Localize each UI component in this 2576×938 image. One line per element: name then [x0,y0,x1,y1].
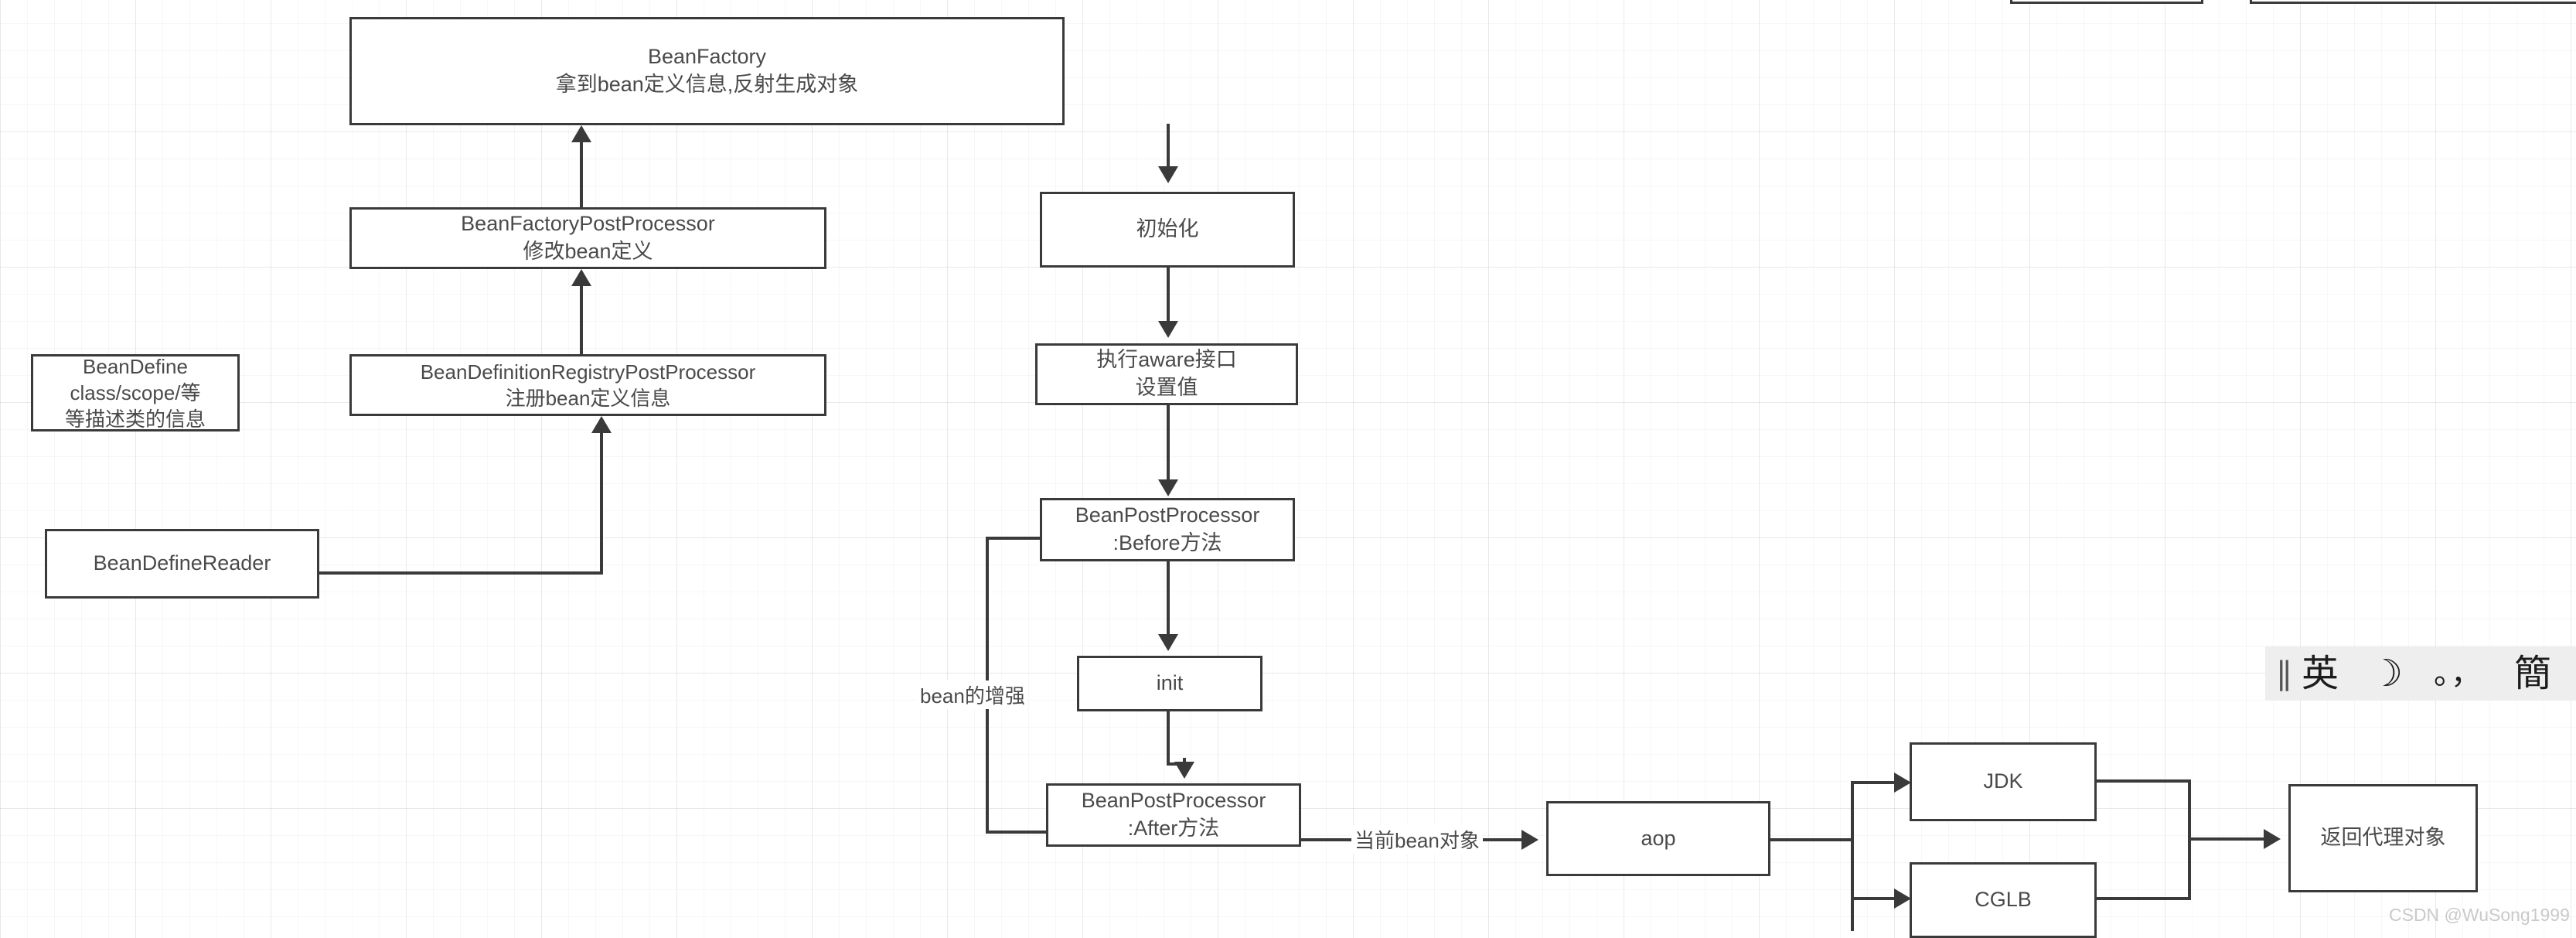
edge-init-phase-to-aware [1167,268,1170,326]
edge-bpp-before-to-init [1167,561,1170,639]
arrow-init-to-bpp-after [1174,762,1194,779]
edge-aop-split-vertical [1851,783,1854,931]
ime-punctuation-icon[interactable]: 。， [2434,656,2483,691]
ime-script-toggle-button[interactable]: 簡 [2514,652,2552,695]
arrow-beanfactory-to-init-phase [1158,166,1178,183]
ime-toolbar[interactable]: || 英 ☽ 。， 簡 [2265,646,2576,701]
node-bean-define-reader[interactable]: BeanDefineReader [45,529,319,599]
node-aware-interface[interactable]: 执行aware接口 设置值 [1035,343,1298,405]
edge-jdk-to-merge [2095,779,2191,783]
edge-aop-to-jdk [1851,781,1903,784]
edge-bean-enhance-bottom [986,831,1046,834]
edge-aware-to-bpp-before [1167,405,1170,484]
edge-merge-to-return-proxy [2188,837,2273,841]
edge-init-to-bpp-after [1167,711,1170,766]
node-bean-factory-post-processor[interactable]: BeanFactoryPostProcessor 修改bean定义 [349,207,826,269]
arrow-bdrpp-to-bfpp [571,269,591,286]
edge-cglb-to-merge [2095,897,2191,900]
node-aop[interactable]: aop [1546,801,1770,876]
arrow-init-phase-to-aware [1158,321,1178,338]
node-bpp-before[interactable]: BeanPostProcessor :Before方法 [1040,498,1295,561]
node-bean-factory[interactable]: BeanFactory 拿到bean定义信息,反射生成对象 [349,17,1065,125]
node-bean-define[interactable]: BeanDefine class/scope/等 等描述类的信息 [31,354,240,431]
node-cglb[interactable]: CGLB [1910,862,2097,938]
edge-reader-to-bdrpp-horizontal [317,571,603,575]
label-current-bean-object: 当前bean对象 [1351,825,1483,854]
node-clipped-top-right[interactable] [2250,0,2576,4]
edge-aop-to-cglb [1851,897,1903,900]
node-clipped-top-left[interactable] [2010,0,2203,4]
edge-bdrpp-to-bfpp [580,286,583,356]
arrow-aop-to-cglb [1894,889,1911,909]
edge-bfpp-to-beanfactory [580,141,583,210]
arrow-aop-to-jdk [1894,773,1911,793]
ime-drag-handle-icon[interactable]: || [2276,656,2292,691]
node-jdk[interactable]: JDK [1910,742,2097,821]
edge-reader-to-bdrpp-vertical [600,433,603,573]
arrow-aware-to-bpp-before [1158,479,1178,496]
arrow-bpp-before-to-init [1158,634,1178,651]
arrow-merge-to-return-proxy [2264,829,2281,849]
edge-bean-enhance-top [986,537,1043,540]
node-init[interactable]: init [1077,656,1262,711]
edge-aop-split-stem [1769,838,1854,841]
watermark-text: CSDN @WuSong1999 [2389,905,2570,925]
edge-beanfactory-to-init-phase [1167,124,1170,172]
arrow-bpp-after-to-aop [1521,830,1538,850]
node-init-phase[interactable]: 初始化 [1040,192,1295,268]
label-bean-enhance: bean的增强 [917,680,1028,709]
node-bpp-after[interactable]: BeanPostProcessor :After方法 [1046,783,1301,847]
arrow-bfpp-to-beanfactory [571,125,591,142]
ime-language-mode-button[interactable]: 英 [2301,652,2339,695]
ime-moon-icon[interactable]: ☽ [2369,652,2403,695]
node-return-proxy[interactable]: 返回代理对象 [2288,784,2478,892]
node-bean-definition-registry-post-processor[interactable]: BeanDefinitionRegistryPostProcessor 注册be… [349,354,826,416]
arrow-reader-to-bdrpp [591,416,612,433]
